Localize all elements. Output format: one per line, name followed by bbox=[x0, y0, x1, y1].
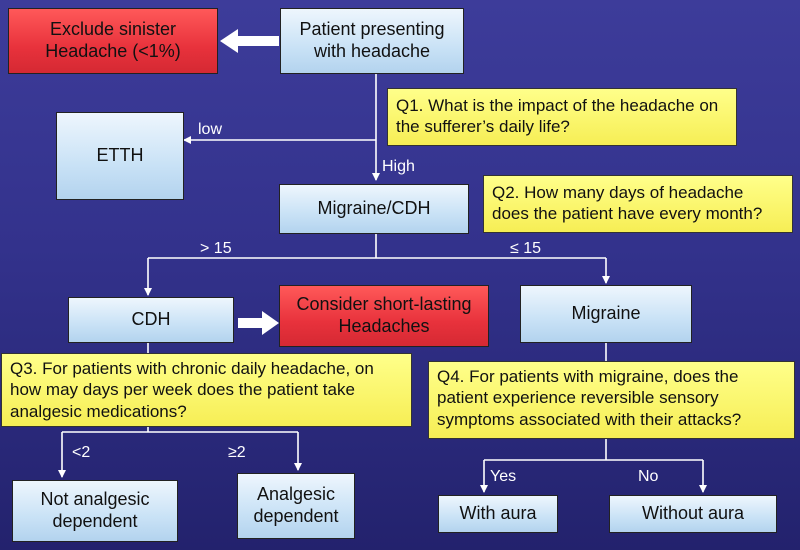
analgesic-label: Analgesic dependent bbox=[253, 484, 339, 526]
migraine-cdh-box: Migraine/CDH bbox=[279, 184, 469, 234]
question-q4-text: Q4. For patients with migraine, does the… bbox=[437, 367, 742, 429]
question-q1-box: Q1. What is the impact of the headache o… bbox=[387, 88, 737, 146]
edge-label-high: High bbox=[382, 158, 415, 175]
edge-label-gt15: > 15 bbox=[200, 240, 232, 257]
edge-label-yes: Yes bbox=[490, 468, 517, 485]
edge-label-ge2: ≥2 bbox=[228, 444, 246, 461]
patient-presenting-label: Patient presenting with headache bbox=[299, 19, 445, 61]
etth-box: ETTH bbox=[56, 112, 184, 200]
thick-arrow-exclude bbox=[220, 29, 279, 53]
exclude-sinister-label: Exclude sinister Headache (<1%) bbox=[45, 19, 181, 61]
edge-label-lt2: <2 bbox=[72, 444, 91, 461]
migraine-cdh-label: Migraine/CDH bbox=[317, 198, 431, 219]
without-aura-label: Without aura bbox=[641, 503, 745, 524]
edge-label-low: low bbox=[198, 121, 223, 138]
exclude-sinister-box: Exclude sinister Headache (<1%) bbox=[8, 8, 218, 74]
not-analgesic-box: Not analgesic dependent bbox=[12, 480, 178, 542]
edge-label-no: No bbox=[638, 468, 659, 485]
etth-label: ETTH bbox=[96, 145, 144, 166]
patient-presenting-box: Patient presenting with headache bbox=[280, 8, 464, 74]
question-q2-box: Q2. How many days of headache does the p… bbox=[483, 175, 793, 233]
question-q3-text: Q3. For patients with chronic daily head… bbox=[10, 359, 374, 421]
not-analgesic-label: Not analgesic dependent bbox=[40, 489, 150, 531]
question-q3-box: Q3. For patients with chronic daily head… bbox=[1, 353, 412, 427]
cdh-box: CDH bbox=[68, 297, 234, 343]
question-q2-text: Q2. How many days of headache does the p… bbox=[492, 183, 763, 224]
question-q1-text: Q1. What is the impact of the headache o… bbox=[396, 96, 719, 137]
with-aura-label: With aura bbox=[459, 503, 537, 524]
migraine-label: Migraine bbox=[571, 303, 641, 324]
without-aura-box: Without aura bbox=[609, 495, 777, 533]
cdh-label: CDH bbox=[131, 309, 171, 330]
migraine-box: Migraine bbox=[520, 285, 692, 343]
analgesic-box: Analgesic dependent bbox=[237, 473, 355, 539]
short-lasting-label: Consider short-lasting Headaches bbox=[296, 294, 472, 336]
edge-label-le15: ≤ 15 bbox=[510, 240, 542, 257]
with-aura-box: With aura bbox=[438, 495, 558, 533]
question-q4-box: Q4. For patients with migraine, does the… bbox=[428, 361, 795, 439]
thick-arrow-short-lasting bbox=[238, 311, 279, 335]
short-lasting-box: Consider short-lasting Headaches bbox=[279, 285, 489, 347]
